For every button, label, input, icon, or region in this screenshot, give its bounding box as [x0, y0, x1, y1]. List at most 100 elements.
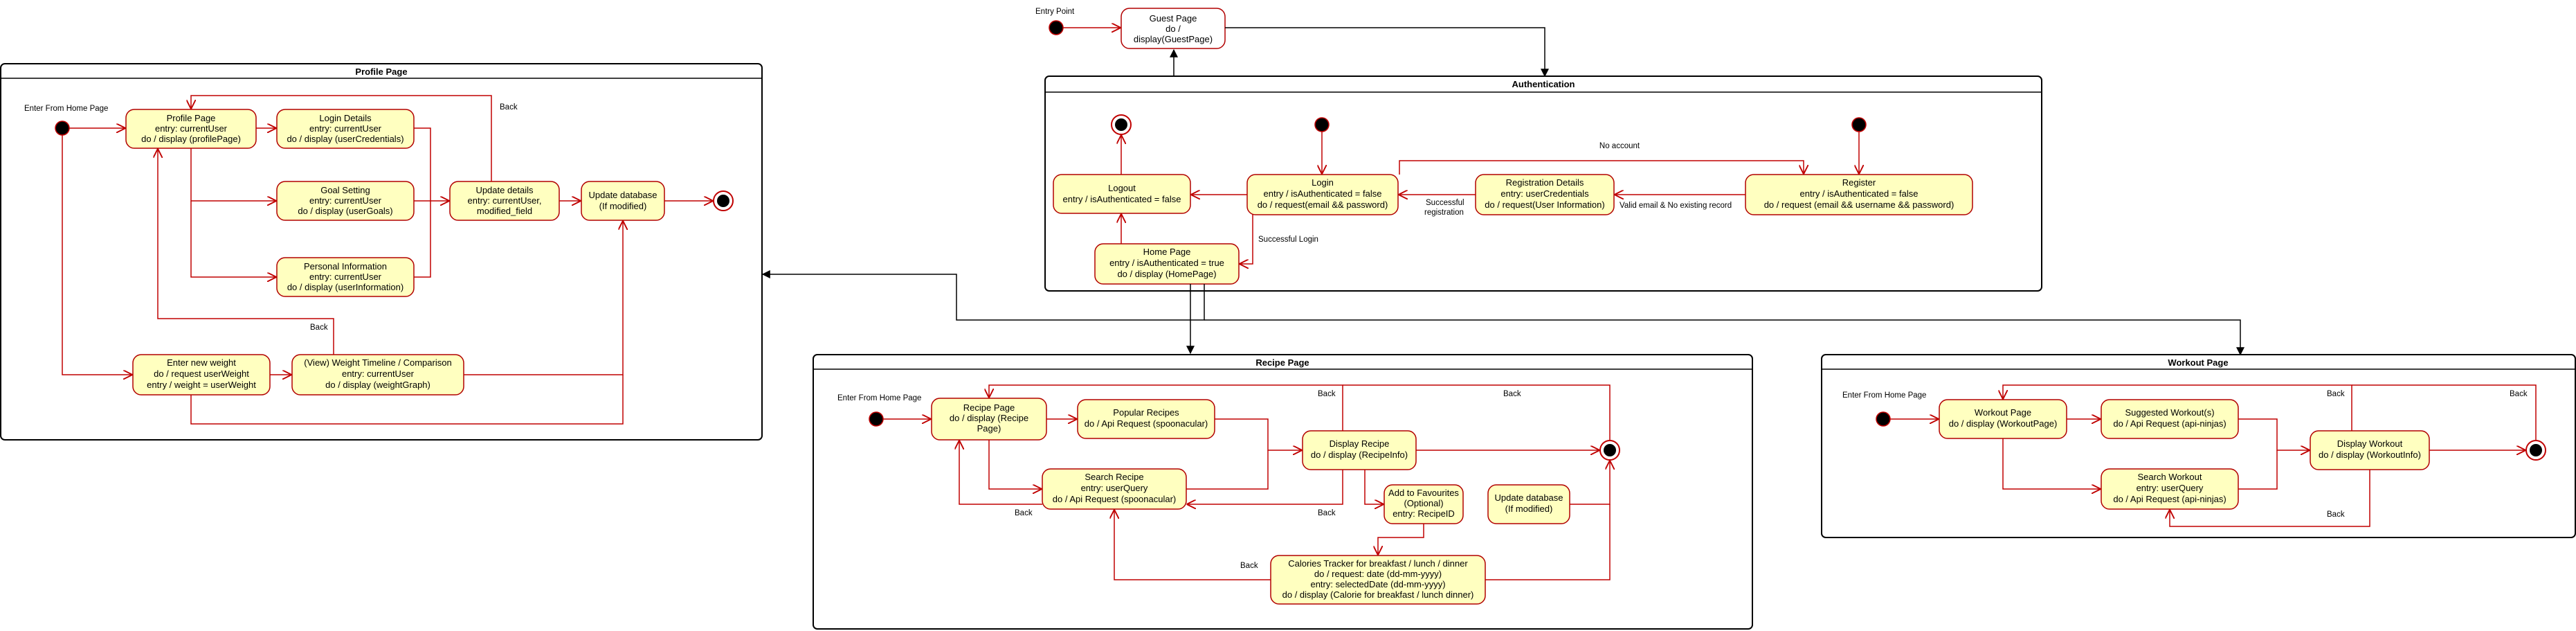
calories-line2: do / request: date (dd-mm-yyyy): [1314, 569, 1442, 579]
edge-init-to-enter-weight: [62, 135, 131, 375]
recipe-update-db-line2: (If modified): [1505, 504, 1553, 514]
guest-line3: display(GuestPage): [1134, 34, 1213, 44]
guest-line1: Guest Page: [1150, 13, 1197, 24]
successful-registration-label-2: registration: [1424, 208, 1464, 217]
profile-page-line1: Profile Page: [167, 113, 216, 123]
register-line3: do / request (email && username && passw…: [1764, 199, 1954, 210]
edge-login-to-home: [1240, 215, 1253, 264]
edge-calories-back-to-search: [1114, 510, 1271, 580]
login-state: Login entry / isAuthenticated = false do…: [1246, 174, 1399, 215]
auth-final-node: [1111, 114, 1132, 135]
recipe-back-search: Back: [1015, 509, 1033, 517]
edge-guest-to-auth: [1225, 27, 1549, 78]
edge-auth-to-guest: [1170, 48, 1208, 78]
edge-display-to-favourites: [1364, 470, 1383, 504]
goal-setting-state: Goal Setting entry: currentUser do / dis…: [276, 181, 415, 221]
profile-update-db-state: Update database (If modified): [581, 181, 665, 221]
update-details-state: Update details entry: currentUser, modif…: [449, 181, 560, 221]
register-line1: Register: [1842, 177, 1876, 188]
calories-line3: entry: selectedDate (dd-mm-yyyy): [1310, 579, 1445, 589]
edge-search-to-display: [1186, 450, 1269, 490]
home-page-state: Home Page entry / isAuthenticated = true…: [1094, 243, 1240, 285]
edge-home-to-profile: [761, 270, 1205, 321]
display-workout-state: Display Workout do / display (WorkoutInf…: [2310, 430, 2430, 470]
display-recipe-line1: Display Recipe: [1330, 438, 1390, 449]
recipe-page-line1: Recipe Page: [963, 402, 1015, 413]
login-initial-node: [1314, 117, 1330, 132]
edge-update-back-to-page: [191, 95, 492, 181]
calories-line1: Calories Tracker for breakfast / lunch /…: [1288, 558, 1468, 569]
weight-timeline-state: (View) Weight Timeline / Comparison entr…: [291, 354, 464, 396]
enter-weight-state: Enter new weight do / request userWeight…: [132, 354, 271, 396]
registration-line2: entry: userCredentials: [1500, 188, 1589, 199]
search-recipe-line3: do / Api Request (spoonacular): [1053, 494, 1177, 504]
logout-line1: Logout: [1108, 183, 1136, 193]
home-line2: entry / isAuthenticated = true: [1109, 258, 1224, 268]
update-details-line1: Update details: [475, 185, 534, 195]
search-workout-line3: do / Api Request (api-ninjas): [2113, 494, 2226, 504]
recipe-frame: Recipe Page: [813, 354, 1753, 630]
home-line1: Home Page: [1143, 247, 1191, 257]
edge-favourites-to-calories: [1378, 524, 1424, 554]
login-details-line1: Login Details: [319, 113, 372, 123]
register-state: Register entry / isAuthenticated = false…: [1745, 174, 1973, 215]
enter-weight-line1: Enter new weight: [167, 357, 236, 368]
guest-page-state: Guest Page do / display(GuestPage): [1121, 8, 1226, 49]
edge-display-back-to-page: [989, 384, 1343, 431]
edge-display-back-to-workout-page: [2003, 384, 2352, 431]
personal-info-line3: do / display (userInformation): [287, 282, 403, 292]
profile-page-line2: entry: currentUser: [155, 123, 228, 134]
profile-enter-label: Enter From Home Page: [24, 105, 108, 113]
edge-search-to-display-workout: [2238, 450, 2278, 490]
profile-page-line3: do / display (profilePage): [141, 134, 241, 144]
entry-initial-node: [1049, 20, 1064, 35]
edge-popular-to-display: [1215, 418, 1301, 450]
weight-timeline-line3: do / display (weightGraph): [325, 380, 430, 390]
goal-setting-line1: Goal Setting: [320, 185, 370, 195]
login-line1: Login: [1312, 177, 1334, 188]
recipe-back-top-1: Back: [1318, 390, 1336, 398]
workout-page-line2: do / display (WorkoutPage): [1949, 418, 2058, 429]
login-details-state: Login Details entry: currentUser do / di…: [276, 109, 415, 149]
weight-timeline-line1: (View) Weight Timeline / Comparison: [304, 357, 451, 368]
logout-state: Logout entry / isAuthenticated = false: [1053, 174, 1191, 214]
recipe-page-line3: Page): [977, 423, 1001, 434]
successful-login-label: Successful Login: [1258, 235, 1318, 244]
search-workout-state: Search Workout entry: userQuery do / Api…: [2101, 468, 2239, 510]
personal-information-state: Personal Information entry: currentUser …: [276, 257, 415, 297]
valid-email-label: Valid email & No existing record: [1620, 202, 1732, 210]
recipe-update-db-line1: Update database: [1494, 492, 1563, 503]
profile-back-label-2: Back: [310, 323, 328, 332]
search-workout-line1: Search Workout: [2138, 472, 2202, 482]
recipe-back-mid: Back: [1318, 509, 1336, 517]
profile-update-db-line2: (If modified): [599, 201, 647, 211]
edge-profile-details-collector: [414, 127, 431, 278]
display-recipe-line2: do / display (RecipeInfo): [1311, 450, 1408, 460]
personal-info-line2: entry: currentUser: [309, 272, 382, 282]
profile-page-state: Profile Page entry: currentUser do / dis…: [125, 109, 257, 149]
edge-suggested-to-display: [2238, 418, 2309, 450]
entry-point-label: Entry Point: [1035, 8, 1075, 16]
profile-title: Profile Page: [355, 66, 407, 77]
workout-page-line1: Workout Page: [1975, 407, 2031, 418]
calories-tracker-state: Calories Tracker for breakfast / lunch /…: [1270, 555, 1486, 605]
login-details-line3: do / display (userCredentials): [287, 134, 403, 144]
enter-weight-line3: entry / weight = userWeight: [147, 380, 256, 390]
logout-line2: entry / isAuthenticated = false: [1063, 194, 1181, 204]
update-details-line3: modified_field: [477, 206, 532, 216]
edge-final-back-line: [1343, 384, 1611, 441]
login-line2: entry / isAuthenticated = false: [1264, 188, 1382, 199]
edge-login-to-register: [1399, 160, 1804, 175]
personal-info-line1: Personal Information: [304, 261, 387, 272]
edge-calories-to-final: [1485, 504, 1611, 580]
enter-weight-line2: do / request userWeight: [154, 368, 249, 379]
display-workout-line2: do / display (WorkoutInfo): [2319, 450, 2421, 460]
workout-frame: Workout Page: [1821, 354, 2576, 538]
search-workout-line2: entry: userQuery: [2137, 483, 2204, 493]
workout-back-label-1: Back: [2327, 390, 2345, 398]
home-line3: do / display (HomePage): [1117, 269, 1216, 279]
profile-final-node: [713, 190, 734, 211]
recipe-back-top-2: Back: [1503, 390, 1521, 398]
display-workout-line1: Display Workout: [2337, 438, 2403, 449]
